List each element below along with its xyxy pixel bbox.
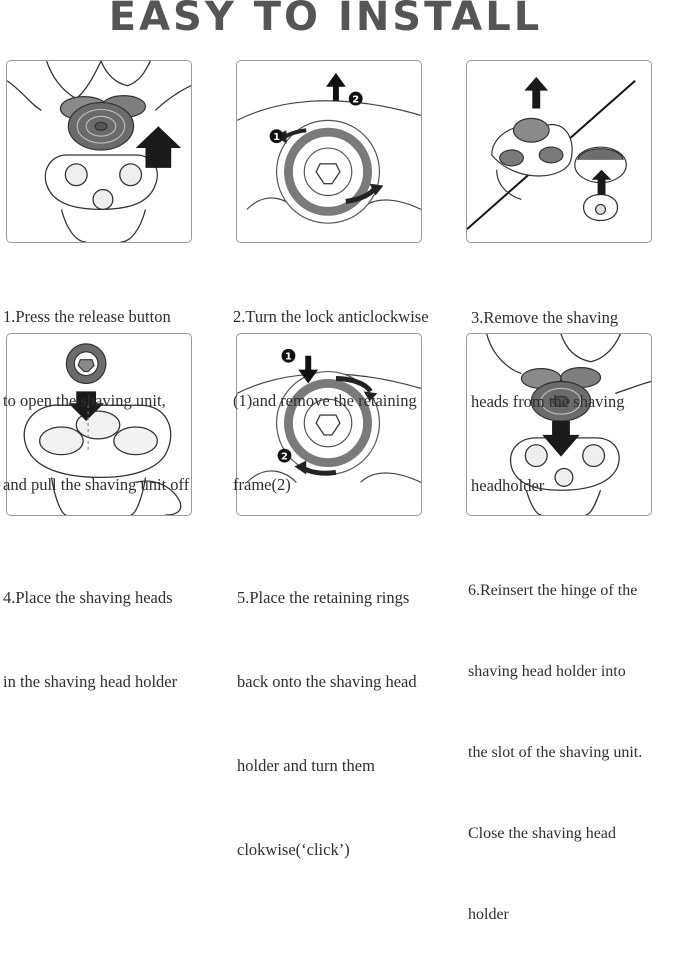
step-5-caption: 5.Place the retaining rings back onto th…: [237, 528, 417, 892]
caption-line: 1.Press the release button: [3, 307, 171, 326]
caption-line: 5.Place the retaining rings: [237, 588, 410, 607]
step-5-illustration: 1 2: [236, 333, 422, 516]
step-6-caption: 6.Reinsert the hinge of the shaving head…: [468, 523, 642, 955]
caption-line: 2.Turn the lock anticlockwise: [233, 307, 429, 326]
marker-2: 2: [352, 95, 359, 106]
step-1-caption: 1.Press the release button to open the s…: [3, 247, 189, 527]
step-2-caption: 2.Turn the lock anticlockwise (1)and rem…: [233, 247, 429, 527]
caption-line: in the shaving head holder: [3, 672, 178, 691]
marker-2: 2: [281, 452, 288, 463]
caption-line: (1)and remove the retaining: [233, 391, 417, 410]
caption-line: headholder: [471, 476, 545, 495]
caption-line: holder and turn them: [237, 756, 375, 775]
caption-line: heads from the shaving: [471, 392, 625, 411]
caption-line: 3.Remove the shaving: [471, 308, 619, 327]
step-6-illustration: [466, 333, 652, 516]
caption-line: Close the shaving head: [468, 825, 616, 842]
caption-line: 4.Place the shaving heads: [3, 588, 173, 607]
step-1-illustration: [6, 60, 192, 243]
marker-1: 1: [273, 132, 280, 143]
page-title: EASY TO INSTALL: [108, 0, 543, 40]
caption-line: 6.Reinsert the hinge of the: [468, 582, 638, 599]
caption-line: the slot of the shaving unit.: [468, 744, 643, 761]
caption-line: and pull the shaving unit off: [3, 475, 190, 494]
caption-line: shaving head holder into: [468, 663, 626, 680]
caption-line: holder: [468, 906, 509, 923]
caption-line: frame(2): [233, 475, 291, 494]
step-2-illustration: 1 2: [236, 60, 422, 243]
caption-line: clokwise(‘click’): [237, 840, 350, 859]
step-4-caption: 4.Place the shaving heads in the shaving…: [3, 528, 177, 724]
marker-1: 1: [285, 352, 292, 363]
step-3-caption: 3.Remove the shaving heads from the shav…: [471, 248, 625, 528]
caption-line: to open the shaving unit,: [3, 391, 166, 410]
caption-line: back onto the shaving head: [237, 672, 417, 691]
step-3-illustration: [466, 60, 652, 243]
step-4-illustration: [6, 333, 192, 516]
